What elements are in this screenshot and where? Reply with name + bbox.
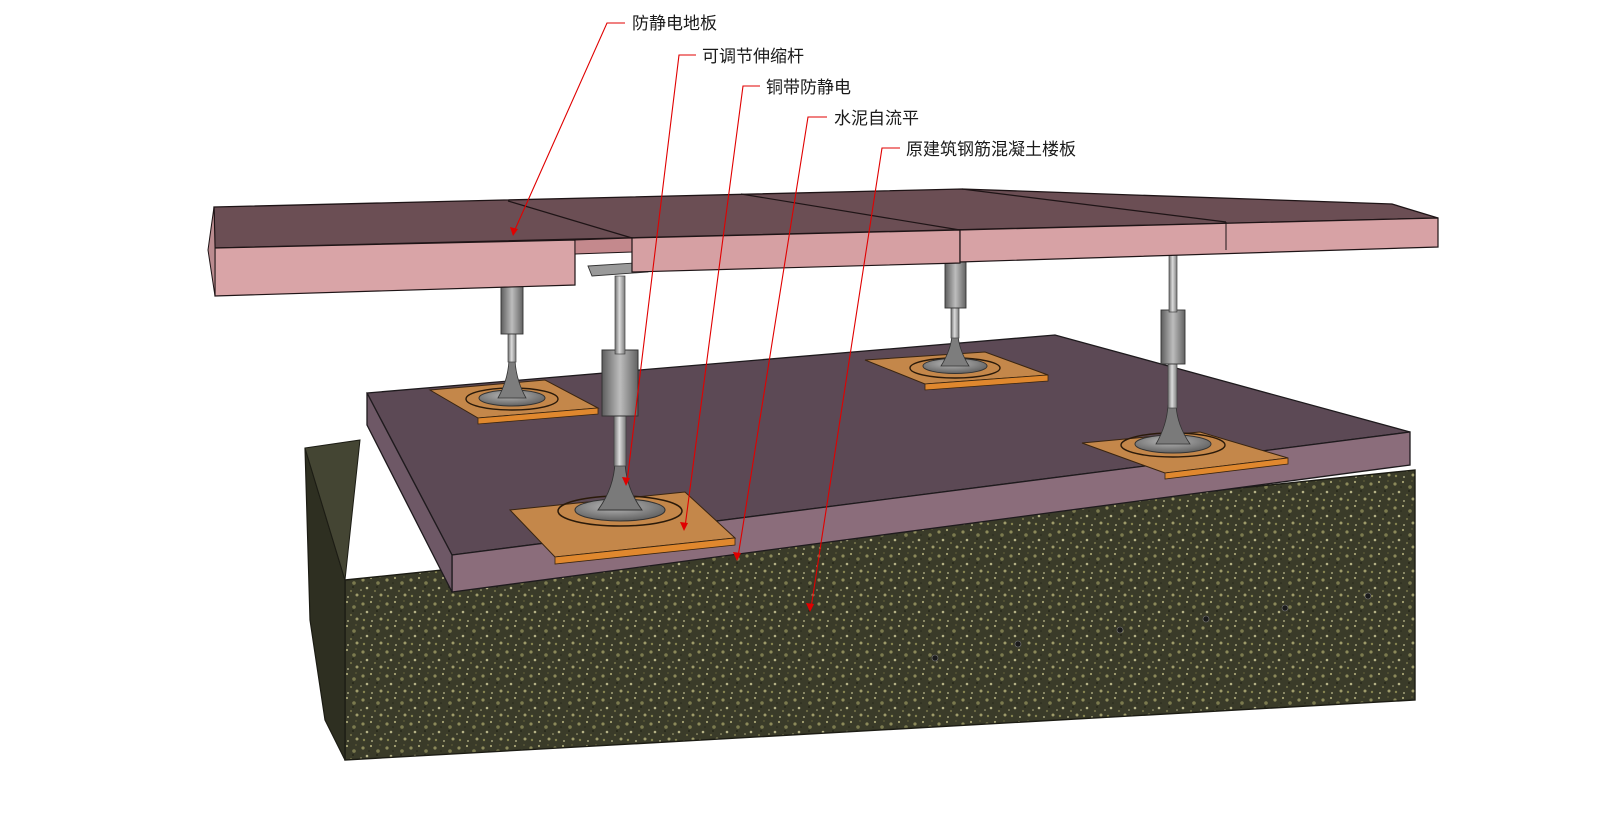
callout-antistatic-floor: 防静电地板 <box>510 14 717 236</box>
rebar-dots <box>931 592 1372 662</box>
callout-adjustable-rod: 可调节伸缩杆 <box>622 47 804 486</box>
callout-label: 防静电地板 <box>632 14 717 34</box>
callout-label: 可调节伸缩杆 <box>702 47 804 67</box>
callout-concrete-slab: 原建筑钢筋混凝土楼板 <box>806 140 1076 612</box>
screed-left <box>366 392 453 593</box>
concrete-slab-block <box>304 439 1416 761</box>
floor-front-right <box>959 217 1439 263</box>
callouts: 防静电地板 可调节伸缩杆 铜带防静电 水泥自流平 原建筑钢筋混凝土楼板 <box>510 14 1076 612</box>
floor-seam-2 <box>740 193 961 231</box>
callout-copper-strip: 铜带防静电 <box>680 78 851 531</box>
floor-left-edge <box>207 206 216 297</box>
concrete-slab-top-edge <box>304 439 361 581</box>
callout-label: 原建筑钢筋混凝土楼板 <box>906 140 1076 160</box>
floor-seam-1 <box>507 200 633 239</box>
floor-front-mid <box>631 229 961 273</box>
antistatic-floor-panels <box>207 188 1439 297</box>
floor-seam-3 <box>961 188 1227 223</box>
callout-label: 水泥自流平 <box>834 109 919 129</box>
callout-cement-leveling: 水泥自流平 <box>733 109 919 561</box>
pedestal-back-left <box>478 281 546 407</box>
pedestal-front-left <box>574 261 666 522</box>
floor-notch-left <box>574 237 633 255</box>
pedestal-back-right <box>922 261 988 374</box>
callout-label: 铜带防静电 <box>766 78 851 98</box>
